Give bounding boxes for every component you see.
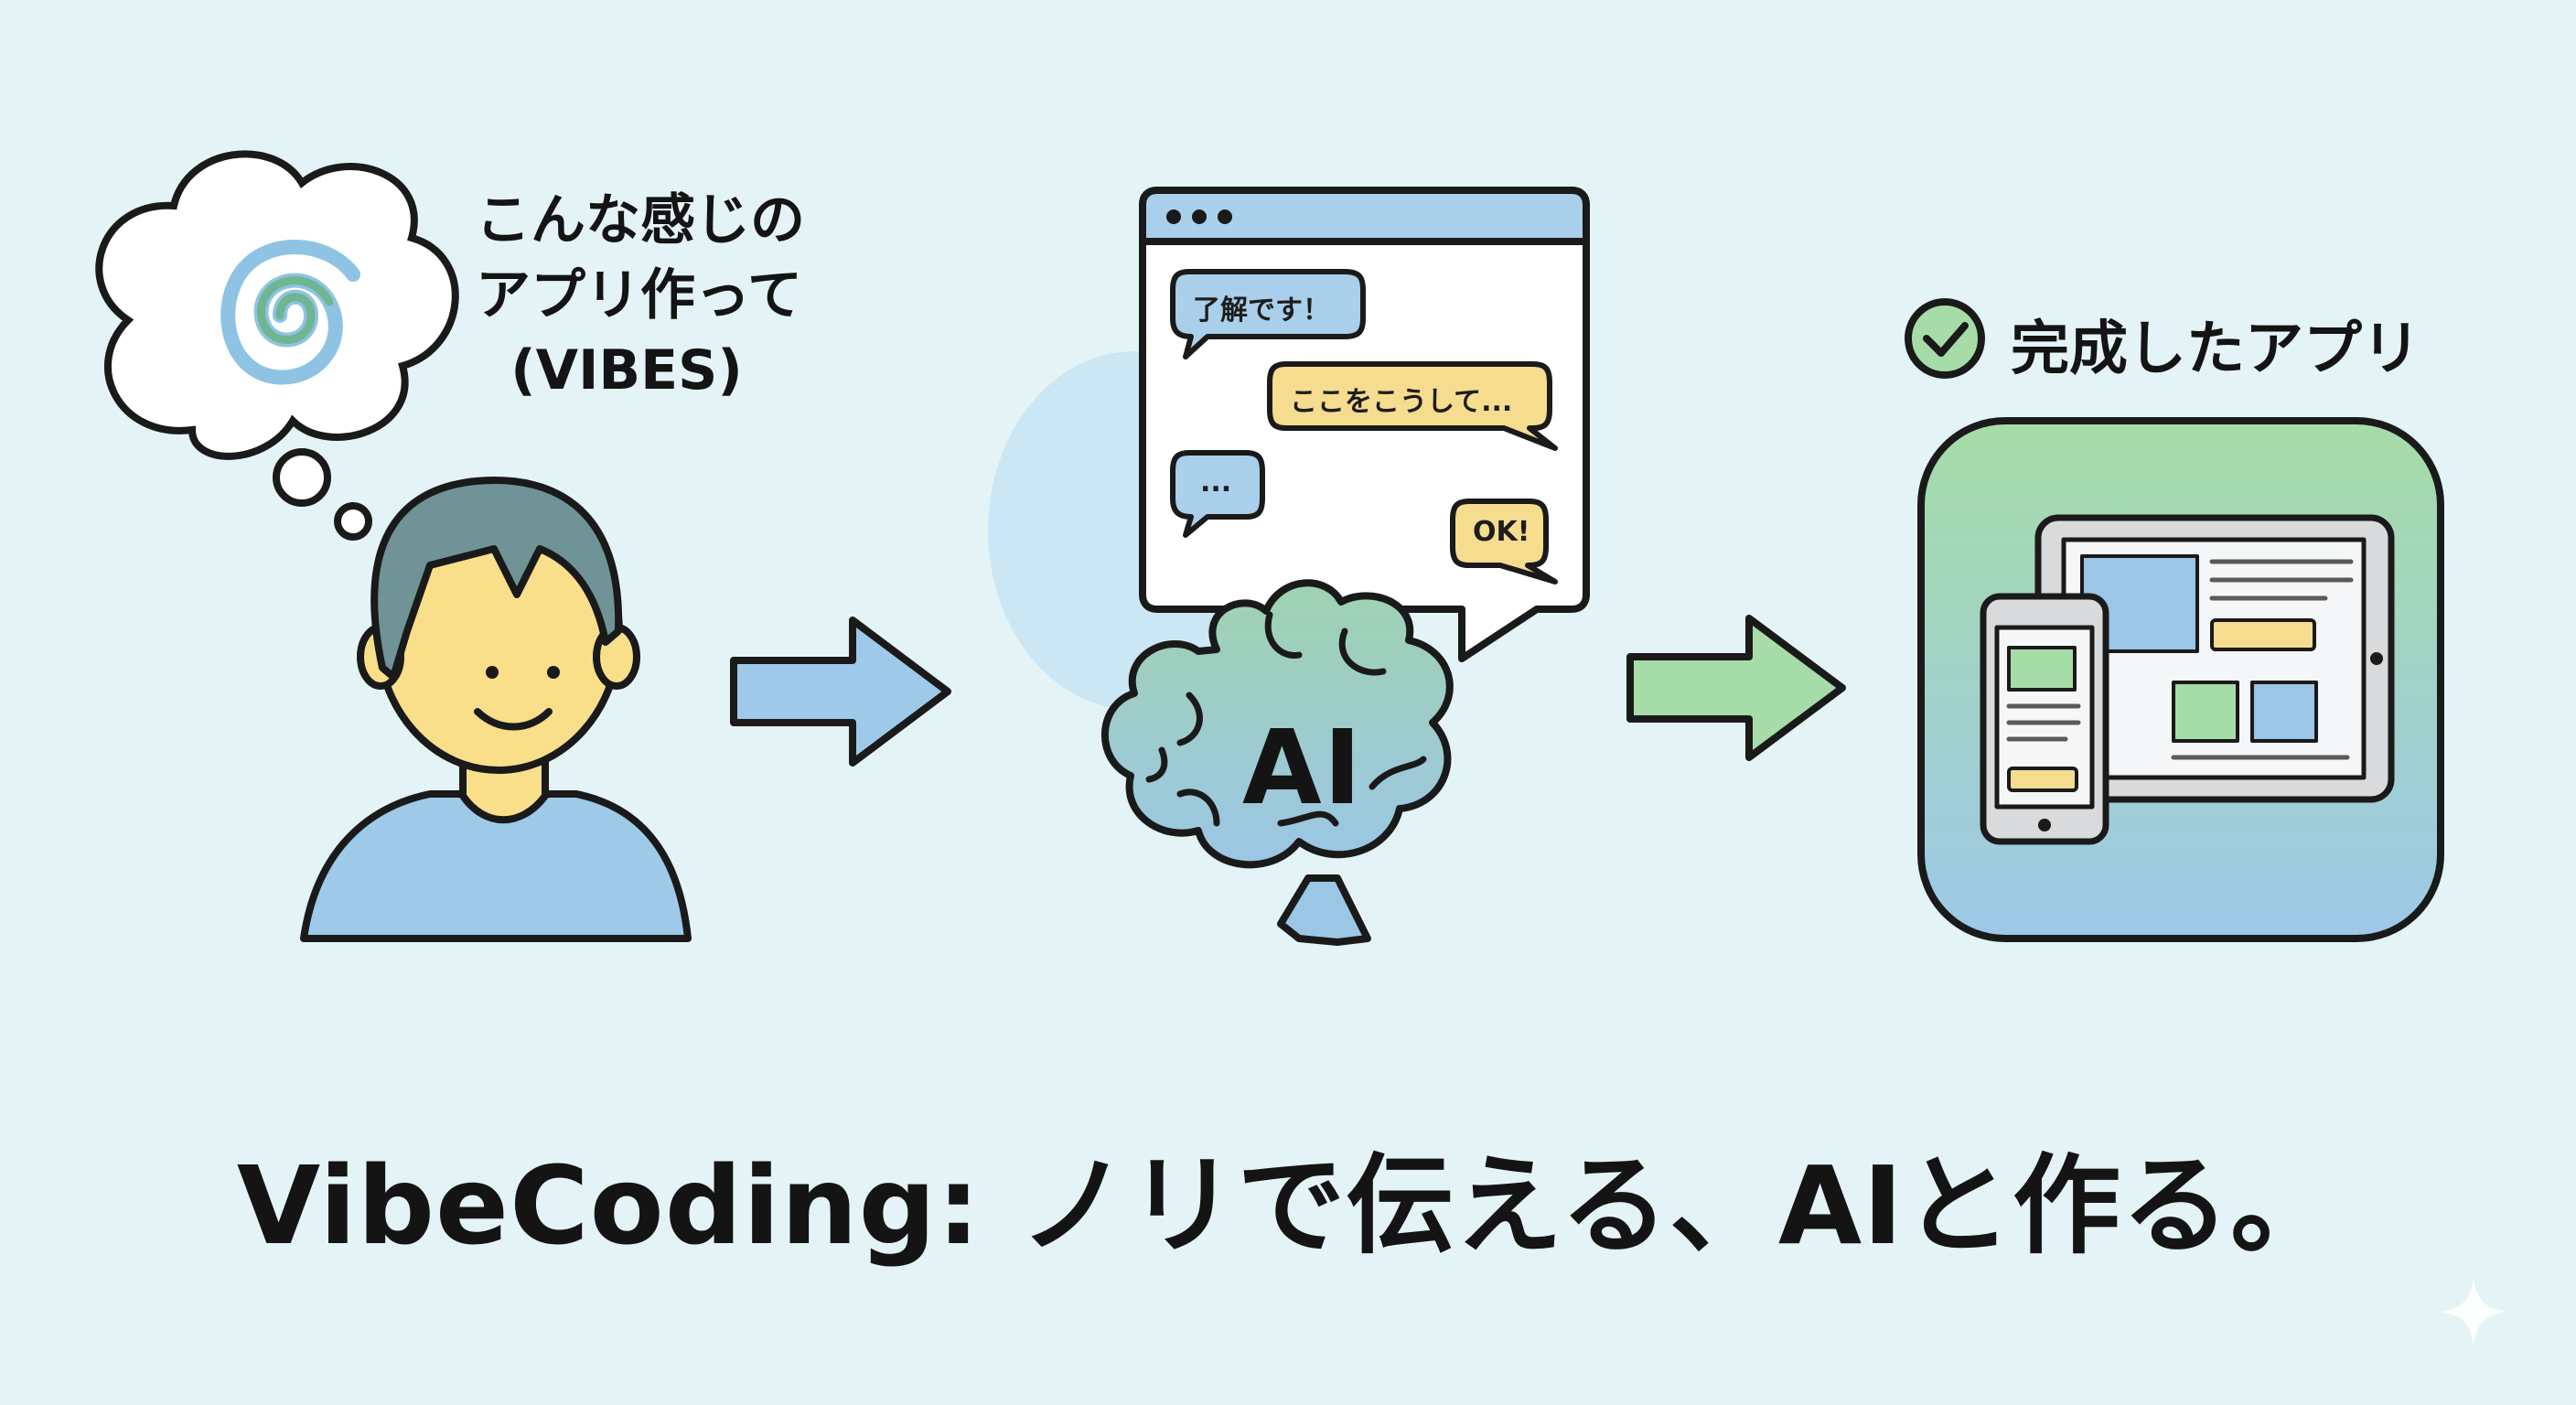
thought-line: こんな感じの [476,188,805,252]
browser-window-icon [1139,187,1590,662]
ai-label: AI [1242,709,1364,828]
result-label: 完成したアプリ [2011,316,2420,383]
brain-icon [1100,579,1454,946]
tagline: VibeCoding: ノリで伝える、AIと作る。 [236,1142,2340,1269]
chat-message-ai: ... [1200,467,1232,499]
sparkle-icon [2441,1279,2506,1345]
thought-line: アプリ作って [476,263,802,327]
thought-line: (VIBES) [510,338,743,402]
spiral-icon [220,240,360,385]
chat-message-user: ここをこうして... [1290,386,1513,418]
chat-message-user: OK! [1473,516,1530,548]
chat-message-ai: 了解です！ [1193,295,1330,327]
arrow-right-icon [730,617,951,767]
phone-icon [1980,593,2109,845]
check-circle-icon [1905,298,1985,379]
thought-text: こんな感じの アプリ作って (VIBES) [476,183,805,408]
person-icon [300,477,692,942]
arrow-right-icon [1626,615,1846,761]
tablet-icon [2034,514,2395,803]
